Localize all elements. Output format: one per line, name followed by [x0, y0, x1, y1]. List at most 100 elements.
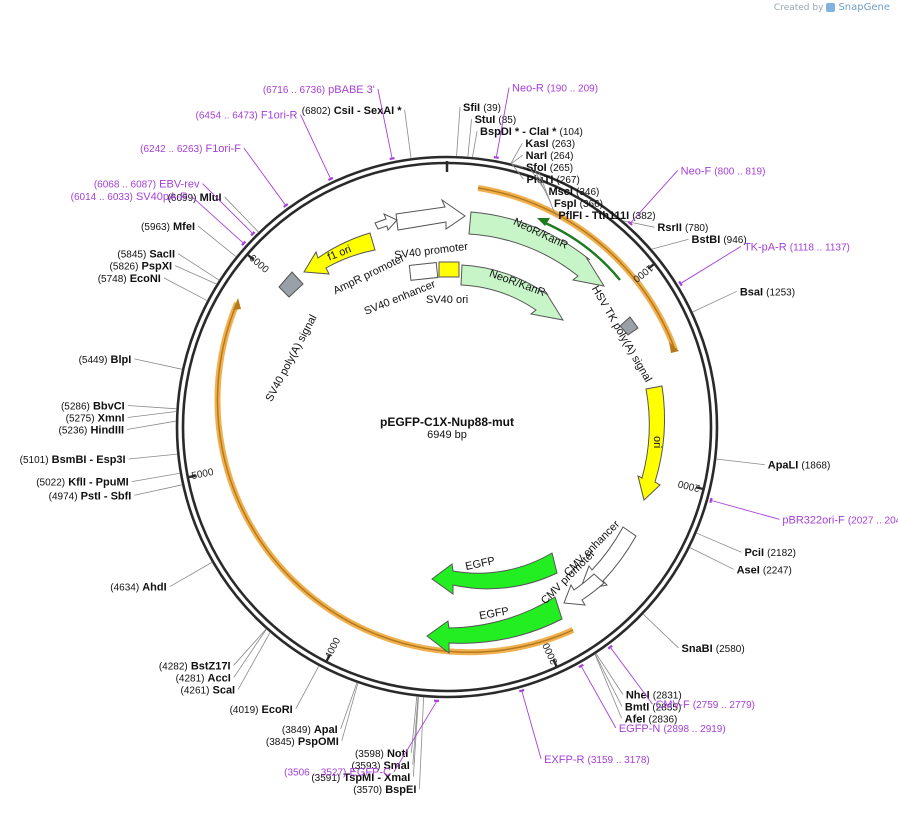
site-label-kasi: KasI (263) — [525, 138, 575, 150]
site-label-pspomi: (3845) PspOMI — [266, 736, 339, 748]
neor-inner-strand — [542, 220, 621, 281]
tick-mark-2000 — [695, 486, 703, 491]
site-label-msci: MscI (346) — [548, 186, 599, 198]
site-name: BlpI — [111, 354, 132, 366]
ampr-promoter-arrow — [374, 213, 398, 232]
primer-mark-f1ori-f — [283, 203, 289, 208]
tick-label-4000: 4000 — [323, 636, 343, 661]
site-label-kfli-ppumi: (5022) KflI - PpuMI — [36, 477, 128, 489]
site-name: TspMI - XmaI — [343, 772, 410, 784]
primer-label-ebv-rev: (6068 .. 6087) EBV-rev — [94, 179, 200, 191]
site-position: (5275) — [66, 414, 95, 425]
features — [278, 198, 665, 655]
site-name: BsaI — [740, 286, 763, 298]
primer-mark-pbr322ori-f — [709, 497, 713, 504]
credit-prefix: Created by — [773, 2, 824, 13]
site-line-psti-sbfi — [134, 484, 183, 496]
primer-name: Neo-F — [681, 165, 712, 177]
site-label-bstz17i: (4282) BstZ17I — [159, 660, 231, 672]
snapgene-credit: Created by SnapGene — [774, 2, 890, 13]
site-position: (382) — [632, 211, 655, 222]
primer-mark-tk-pa-r — [678, 280, 683, 287]
primer-name: SV40pA-R — [136, 191, 188, 203]
site-label-ecori: (4019) EcoRI — [230, 704, 293, 716]
site-position: (3845) — [266, 737, 295, 748]
site-label-pflfi-tth111i: PflFI - Tth111I (382) — [558, 210, 655, 222]
primer-range: (3506 .. 3527) — [284, 768, 346, 779]
site-name: SfoI — [526, 162, 547, 174]
primer-range: (2027 .. 2046) — [848, 515, 898, 526]
site-position: (4282) — [159, 661, 188, 672]
site-position: (265) — [550, 163, 573, 174]
primer-line-tk-pa-r — [681, 246, 742, 284]
site-label-ahdi: (4634) AhdI — [110, 582, 166, 594]
site-line-smai — [412, 696, 419, 765]
site-position: (5236) — [58, 426, 87, 437]
site-line-bspdi-clai — [472, 131, 478, 158]
site-line-bsmbi-esp3i — [128, 453, 178, 460]
site-label-bsai: BsaI (1253) — [740, 286, 795, 298]
site-name: FspI — [554, 198, 577, 210]
site-position: (2836) — [648, 714, 677, 725]
site-label-apai: (3849) ApaI — [282, 724, 338, 736]
site-line-snabi — [642, 613, 679, 649]
site-name: AccI — [208, 672, 231, 684]
tick-mark-3000 — [552, 659, 558, 667]
primer-line-pbr322ori-f — [711, 500, 780, 520]
site-line-xmni — [127, 411, 177, 418]
site-label-psti-sbfi: (4974) PstI - SbfI — [49, 490, 132, 502]
site-name: BstZ17I — [191, 660, 231, 672]
site-label-noti: (3598) NotI — [355, 748, 408, 760]
site-position: (5826) — [110, 262, 139, 273]
site-position: (5748) — [98, 274, 127, 285]
tick-mark-4000 — [325, 654, 331, 662]
site-name: EcoRI — [262, 704, 293, 716]
site-position: (2182) — [767, 548, 796, 559]
primer-line-sv40pa-r — [190, 195, 244, 244]
sv40-promoter-arrow — [395, 198, 466, 231]
site-line-tspmi-xmai — [412, 696, 419, 777]
site-position: (5022) — [36, 478, 65, 489]
feature-label-hsv-tk-polya-signal: HSV TK poly(A) signal — [589, 284, 654, 385]
primer-label-cmv-f: CMV-F (2759 .. 2779) — [655, 699, 755, 711]
neor-kanr-inner-arrow — [460, 264, 565, 321]
site-name: KflI - PpuMI — [68, 477, 129, 489]
site-position: (346) — [576, 187, 599, 198]
site-line-apali — [716, 458, 765, 466]
primer-name: Neo-R — [512, 83, 544, 95]
primer-name: pBABE 3' — [328, 84, 375, 96]
site-position: (104) — [560, 127, 583, 138]
site-position: (263) — [552, 139, 575, 150]
site-line-stui — [467, 119, 472, 157]
site-name: SfiI — [463, 102, 480, 114]
primer-mark-pbabe-3 — [389, 156, 395, 161]
site-line-rsrii — [622, 220, 655, 228]
site-label-pluti: PluTI (267) — [527, 174, 580, 186]
primer-label-neo-r: Neo-R (190 .. 209) — [512, 83, 598, 95]
primer-range: (6068 .. 6087) — [94, 180, 156, 191]
site-name: AseI — [737, 564, 760, 576]
site-line-mfei — [197, 225, 237, 258]
site-name: KasI — [525, 138, 548, 150]
ori-arrow — [637, 385, 665, 501]
site-position: (2247) — [763, 565, 792, 576]
primer-label-egfp-c: (3506 .. 3527) EGFP-C — [284, 767, 391, 779]
site-line-nhei — [595, 653, 624, 695]
primer-label-tk-pa-r: TK-pA-R (1118 .. 1137) — [744, 241, 850, 253]
site-position: (1253) — [766, 287, 795, 298]
plasmid-size: 6949 bp — [427, 429, 467, 441]
site-name: NarI — [526, 150, 547, 162]
site-position: (3570) — [353, 785, 382, 796]
primer-range: (6454 .. 6473) — [196, 111, 258, 122]
site-label-xmni: (5275) XmnI — [66, 413, 125, 425]
site-position: (2580) — [716, 644, 745, 655]
site-position: (1868) — [801, 461, 830, 472]
site-line-kasi — [510, 143, 523, 164]
site-position: (6802) — [302, 106, 331, 117]
primer-mark-neo-f — [627, 220, 633, 226]
site-label-pspxi: (5826) PspXI — [110, 261, 173, 273]
site-name: PstI - SbfI — [81, 490, 132, 502]
feature-label-sv40-polya-signal: SV40 poly(A) signal — [264, 313, 320, 404]
site-label-smai: (3593) SmaI — [352, 760, 410, 772]
primer-line-neo-r — [496, 87, 510, 157]
